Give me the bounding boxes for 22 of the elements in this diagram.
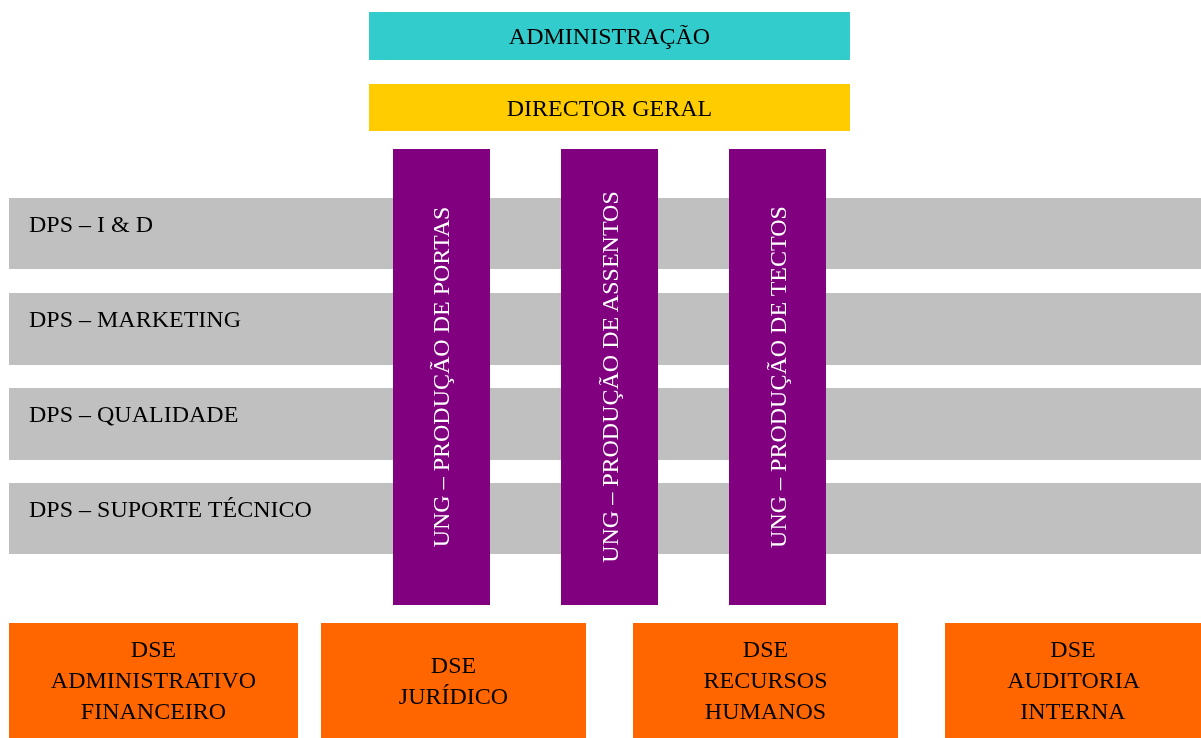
box-title: DSE ADMINISTRATIVO FINANCEIRO — [50, 635, 257, 726]
header-box — [369, 12, 850, 60]
column-label: UNG – PRODUÇÃO DE ASSENTOS — [595, 191, 624, 563]
director-box — [369, 84, 850, 131]
band-label: DPS – SUPORTE TÉCNICO — [29, 495, 312, 524]
production-column — [393, 149, 490, 605]
box-title: ADMINISTRAÇÃO — [508, 22, 711, 51]
service-box — [321, 623, 586, 738]
production-column — [729, 149, 826, 605]
service-box — [945, 623, 1201, 738]
production-column — [561, 149, 658, 605]
service-box — [633, 623, 898, 738]
service-box — [9, 623, 298, 738]
box-title: DIRECTOR GERAL — [506, 93, 713, 123]
box-title: DSE AUDITORIA INTERNA — [1007, 635, 1139, 726]
column-label: UNG – PRODUÇÃO DE TECTOS — [763, 206, 792, 548]
band-label: DPS – I & D — [29, 210, 154, 239]
column-label: UNG – PRODUÇÃO DE PORTAS — [427, 206, 456, 548]
box-title: DSE RECURSOS HUMANOS — [703, 635, 828, 726]
band-label: DPS – MARKETING — [29, 305, 241, 334]
box-title: DSE JURÍDICO — [398, 650, 509, 711]
band-label: DPS – QUALIDADE — [29, 400, 239, 429]
